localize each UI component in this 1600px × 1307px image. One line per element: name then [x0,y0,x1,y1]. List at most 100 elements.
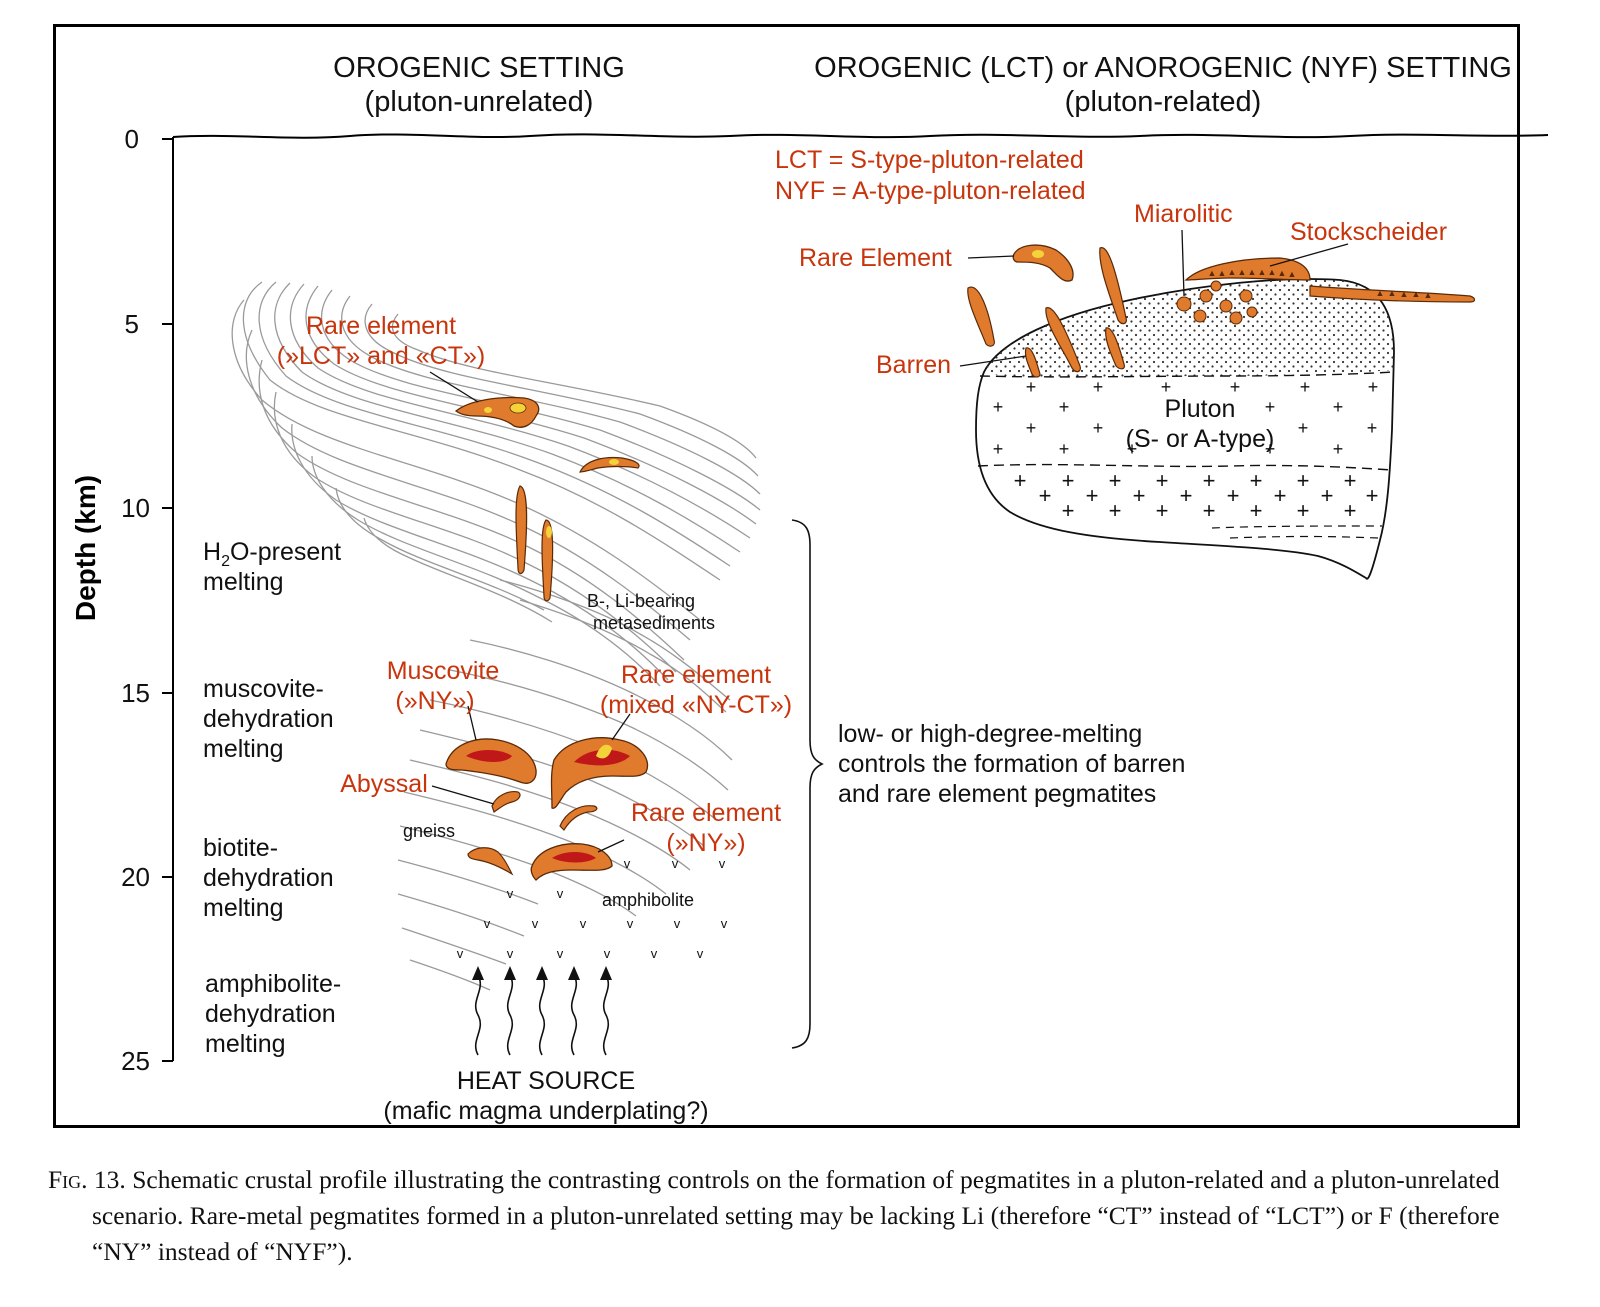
zone-muscovite-line2: dehydration [203,705,334,733]
svg-text:+: + [1227,483,1240,508]
svg-text:+: + [1250,468,1263,493]
pluton-dashed-boundary-1 [979,371,1395,378]
zone-amphibolite-line1: amphibolite- [205,970,341,998]
svg-text:+: + [1250,498,1263,523]
pluton-dotted-cap [984,279,1394,377]
depth-tick-10: 10 [121,493,150,523]
label-rare-element-ny-line1: Rare element [631,799,781,827]
svg-text:+: + [1333,439,1344,459]
svg-text:+: + [1093,377,1104,397]
pegmatite-dike-pluton-3 [1045,307,1081,373]
svg-text:v: v [457,946,464,961]
svg-text:+: + [1203,468,1216,493]
svg-text:+: + [1062,468,1075,493]
svg-text:▲: ▲ [1424,290,1433,300]
svg-text:+: + [1321,483,1334,508]
svg-text:v: v [580,916,587,931]
label-muscovite-ny-line1: Muscovite [387,657,500,685]
svg-text:+: + [993,439,1004,459]
left-title-line1: OROGENIC SETTING [333,52,625,84]
curly-brace [791,519,824,1049]
depth-tick-25: 25 [121,1046,150,1076]
svg-text:+: + [1298,418,1309,438]
svg-text:+: + [1156,468,1169,493]
bracket-note-line1: low- or high-degree-melting [838,720,1142,748]
svg-text:+: + [1014,468,1027,493]
zone-amphibolite-line2: dehydration [205,1000,336,1028]
svg-text:v: v [624,856,631,871]
zone-muscovite-line1: muscovite- [203,675,324,703]
label-barren: Barren [876,351,951,379]
svg-text:v: v [672,856,679,871]
pegmatite-dike-pluton-2 [1099,247,1127,325]
pegmatite-dike-pluton-1 [967,286,995,347]
svg-text:+: + [1297,498,1310,523]
svg-text:+: + [1109,498,1122,523]
label-rare-element-mixed-line2: (mixed «NY-CT») [600,691,792,719]
rock-label-gneiss: gneiss [403,821,455,841]
depth-tick-0: 0 [125,124,139,154]
heat-arrowheads [472,966,612,980]
pluton-dashed-boundary-3 [1211,525,1383,529]
svg-text:▲: ▲ [1228,267,1237,277]
label-muscovite-ny-line2: (»NY») [395,687,474,715]
bracket-note-line2: controls the formation of barren [838,750,1185,778]
depth-tick-5: 5 [125,309,139,339]
pegmatite-abyssal [491,791,521,813]
label-rare-element-mixed-line1: Rare element [621,661,771,689]
pegmatite-rare-element-mixed [550,737,649,809]
legend-nyf: NYF = A-type-pluton-related [775,177,1086,205]
pluton-dashed-boundary-4 [1229,535,1379,539]
zone-biotite-line2: dehydration [203,864,334,892]
svg-text:+: + [1059,397,1070,417]
svg-text:v: v [557,946,564,961]
zone-biotite-line3: melting [203,894,284,922]
pegmatite-rare-element-pluton [1012,244,1074,282]
miarolitic-cavities [1176,280,1258,325]
svg-text:+: + [1059,439,1070,459]
pegmatite-dike-pluton-4 [1105,327,1125,370]
svg-text:v: v [719,856,726,871]
label-rare-element-lct-line2: (»LCT» and «CT») [277,342,485,370]
svg-text:+: + [1127,439,1138,459]
svg-text:▲: ▲ [1412,289,1421,299]
label-rare-element-pluton: Rare Element [799,244,952,272]
svg-text:▲: ▲ [1376,288,1385,298]
svg-text:+: + [1180,483,1193,508]
crustal-profile-diagram: OROGENIC SETTING (pluton-unrelated) OROG… [70,52,1549,1125]
svg-text:▲: ▲ [1388,288,1397,298]
label-pluton-type: (S- or A-type) [1126,425,1275,453]
svg-text:+: + [1133,483,1146,508]
svg-text:v: v [697,946,704,961]
svg-text:+: + [1093,418,1104,438]
pegmatite-rare-element-ny [530,843,613,881]
svg-text:+: + [1265,439,1276,459]
svg-text:+: + [1366,483,1379,508]
pegmatite-dike-a [515,485,528,575]
label-rare-element-lct-line1: Rare element [306,312,456,340]
zone-muscovite-line3: melting [203,735,284,763]
svg-text:▲: ▲ [1258,267,1267,277]
leader-lines-left [429,371,631,853]
zone-biotite-line1: biotite- [203,834,278,862]
heat-source-line1: HEAT SOURCE [457,1067,635,1095]
left-title-line2: (pluton-unrelated) [365,86,594,118]
svg-text:+: + [1344,498,1357,523]
caption-fig-label: Fig. 13. [48,1165,126,1194]
label-stockscheider: Stockscheider [1290,218,1447,246]
depth-axis [162,137,174,1062]
svg-text:+: + [1265,397,1276,417]
svg-text:▲: ▲ [1400,289,1409,299]
svg-text:v: v [721,916,728,931]
svg-text:+: + [1230,377,1241,397]
svg-text:v: v [627,916,634,931]
pegmatite-barren-pluton [1024,347,1041,378]
svg-text:▲: ▲ [1248,267,1257,277]
zone-amphibolite-line3: melting [205,1030,286,1058]
figure-caption: Fig. 13. Schematic crustal profile illus… [48,1162,1548,1270]
pluton-dashed-boundary-2 [977,463,1393,471]
svg-text:▲: ▲ [1288,269,1297,279]
svg-text:▲: ▲ [1238,267,1247,277]
svg-text:+: + [1161,377,1172,397]
